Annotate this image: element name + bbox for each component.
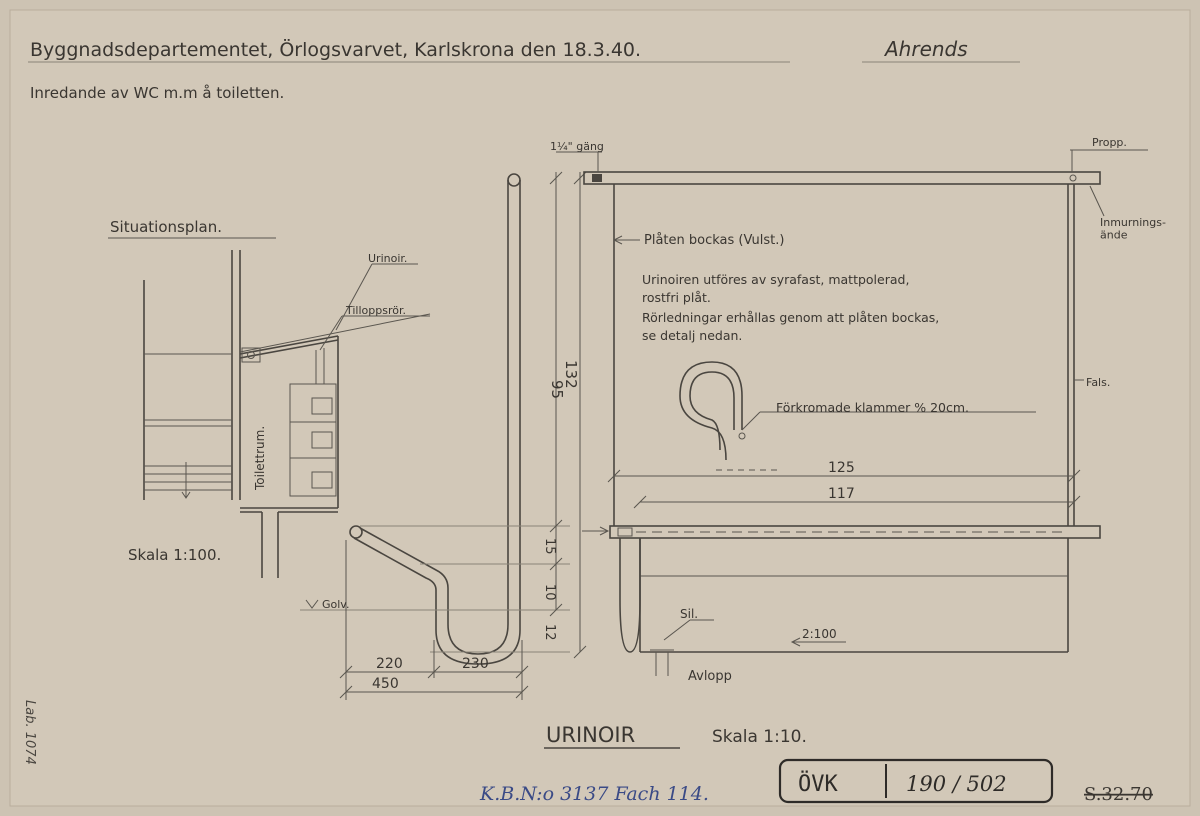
signature: Ahrends [883, 37, 968, 61]
site-plan-drawing [143, 250, 431, 578]
note-line-2: rostfri plåt. [642, 290, 711, 305]
label-avlopp: Avlopp [688, 669, 732, 684]
dim-15: 15 [542, 538, 557, 555]
note-line-3: Rörledningar erhållas genom att plåten b… [642, 310, 939, 325]
label-propp: Propp. [1092, 136, 1127, 149]
label-slope: 2:100 [802, 627, 837, 641]
front-elevation [556, 149, 1148, 676]
dim-10: 10 [542, 584, 557, 601]
dim-132: 132 [562, 360, 580, 389]
label-fals: Fals. [1086, 376, 1110, 389]
header-subtitle: Inredande av WC m.m å toiletten. [30, 84, 284, 102]
label-golv: Golv. [322, 598, 349, 611]
label-tilloppsror: Tilloppsrör. [345, 304, 406, 317]
paper-sheet [9, 9, 1191, 807]
label-vulst: Plåten bockas (Vulst.) [644, 233, 784, 248]
note-line-1: Urinoiren utföres av syrafast, mattpoler… [642, 272, 909, 287]
label-inmurning: Inmurnings-ände [1100, 216, 1166, 242]
header-title: Byggnadsdepartementet, Örlogsvarvet, Kar… [30, 38, 641, 61]
dim-450: 450 [372, 676, 399, 692]
label-sil: Sil. [680, 607, 698, 621]
dim-95: 95 [548, 380, 566, 399]
dim-12: 12 [542, 624, 557, 641]
stamp-left: ÖVK [798, 771, 838, 797]
dim-125: 125 [828, 460, 855, 476]
archive-reference: K.B.N:o 3137 Fach 114. [479, 783, 709, 805]
archive-stamp [778, 758, 1054, 804]
reference-code: S.32.70 [1084, 784, 1153, 805]
label-urinoir-plan: Urinoir. [368, 252, 407, 265]
label-klammer: Förkromade klammer % 20cm. [776, 400, 969, 415]
drawing-scale: Skala 1:10. [712, 727, 807, 747]
drawing-title: URINOIR [546, 723, 635, 747]
dim-220: 220 [376, 656, 403, 672]
stamp-right: 190 / 502 [906, 772, 1007, 796]
dim-117: 117 [828, 486, 855, 502]
section-profile [300, 171, 587, 700]
label-gang: 1¼" gäng [550, 140, 604, 153]
dim-230: 230 [462, 656, 489, 672]
site-plan-scale: Skala 1:100. [128, 546, 221, 564]
room-label: Toilettrum. [253, 426, 267, 491]
site-plan-heading: Situationsplan. [110, 218, 222, 236]
note-line-4: se detalj nedan. [642, 328, 742, 343]
margin-note: Lab. 1074 [22, 700, 37, 765]
